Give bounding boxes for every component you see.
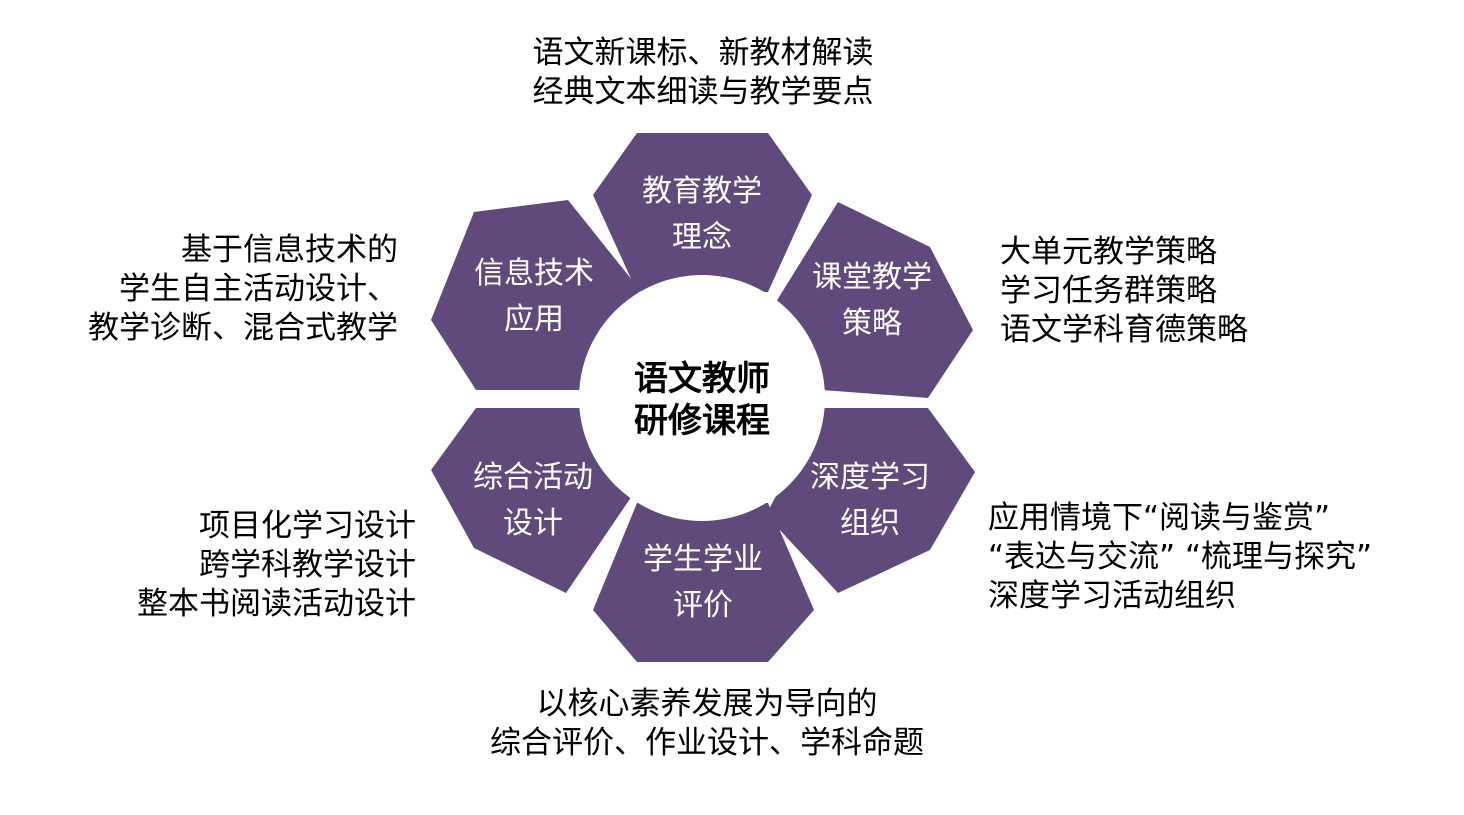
hexagon-label-line1: 学生学业: [643, 542, 763, 577]
description-upper-right: 大单元教学策略 学习任务群策略 语文学科育德策略: [1000, 233, 1330, 350]
hexagon-label-line2: 设计: [503, 506, 563, 541]
description-lower-right: 应用情境下“阅读与鉴赏” “表达与交流” “梳理与探究” 深度学习活动组织: [988, 499, 1448, 616]
description-line: 大单元教学策略: [1000, 234, 1217, 270]
hexagon-label-line2: 组织: [840, 506, 900, 541]
description-top: 语文新课标、新教材解读 经典文本细读与教学要点: [472, 34, 934, 112]
hexagon-label-line1: 信息技术: [474, 256, 594, 291]
description-line: 深度学习活动组织: [988, 578, 1236, 614]
center-hub: 语文教师 研修课程: [579, 275, 825, 521]
description-bottom: 以核心素养发展为导向的 综合评价、作业设计、学科命题: [462, 685, 952, 763]
hexagon-shape: [593, 503, 814, 662]
hexagon-label-line1: 课堂教学: [812, 260, 932, 295]
description-line: 语文学科育德策略: [1000, 312, 1248, 348]
center-title-line2: 研修课程: [634, 401, 770, 441]
hexagon-label-line1: 教育教学: [642, 174, 762, 209]
description-line: 以核心素养发展为导向的: [536, 686, 878, 722]
description-line: 跨学科教学设计: [199, 547, 416, 583]
hexagon-shape: [593, 133, 812, 292]
hexagon-shape: [431, 200, 640, 390]
description-line: 应用情境下“阅读与鉴赏”: [988, 500, 1331, 536]
hexagon-shape: [766, 408, 975, 593]
hexagon-shape: [431, 408, 636, 593]
hexagon-deep-learning[interactable]: 深度学习 组织: [766, 408, 975, 593]
hexagon-label-line2: 理念: [672, 220, 732, 255]
description-line: 项目化学习设计: [199, 508, 416, 544]
description-line: 学习任务群策略: [1000, 273, 1217, 309]
hexagon-shape: [771, 202, 973, 398]
hexagon-integrated-activities[interactable]: 综合活动 设计: [431, 408, 636, 593]
center-circle: [579, 275, 825, 521]
hexagon-label-line1: 综合活动: [473, 460, 593, 495]
description-line: “表达与交流” “梳理与探究”: [988, 539, 1373, 575]
hexagon-label-line2: 应用: [504, 302, 564, 337]
description-line: 学生自主活动设计、: [119, 271, 398, 307]
description-line: 基于信息技术的: [181, 232, 398, 268]
hexagon-label-line2: 策略: [842, 306, 902, 341]
description-upper-left: 基于信息技术的 学生自主活动设计、 教学诊断、混合式教学: [40, 231, 398, 348]
description-line: 教学诊断、混合式教学: [88, 310, 398, 346]
description-line: 综合评价、作业设计、学科命题: [490, 725, 924, 761]
hexagon-label-line1: 深度学习: [810, 460, 930, 495]
center-title-line1: 语文教师: [634, 359, 770, 399]
description-line: 经典文本细读与教学要点: [532, 74, 874, 110]
hexagon-information-technology[interactable]: 信息技术 应用: [431, 200, 640, 390]
description-line: 整本书阅读活动设计: [137, 586, 416, 622]
description-line: 语文新课标、新教材解读: [532, 35, 874, 71]
hexagon-classroom-strategy[interactable]: 课堂教学 策略: [771, 202, 973, 398]
hexagon-education-philosophy[interactable]: 教育教学 理念: [593, 133, 812, 292]
hexagon-student-assessment[interactable]: 学生学业 评价: [593, 503, 814, 662]
description-lower-left: 项目化学习设计 跨学科教学设计 整本书阅读活动设计: [60, 507, 416, 624]
hexagon-label-line2: 评价: [673, 588, 733, 623]
